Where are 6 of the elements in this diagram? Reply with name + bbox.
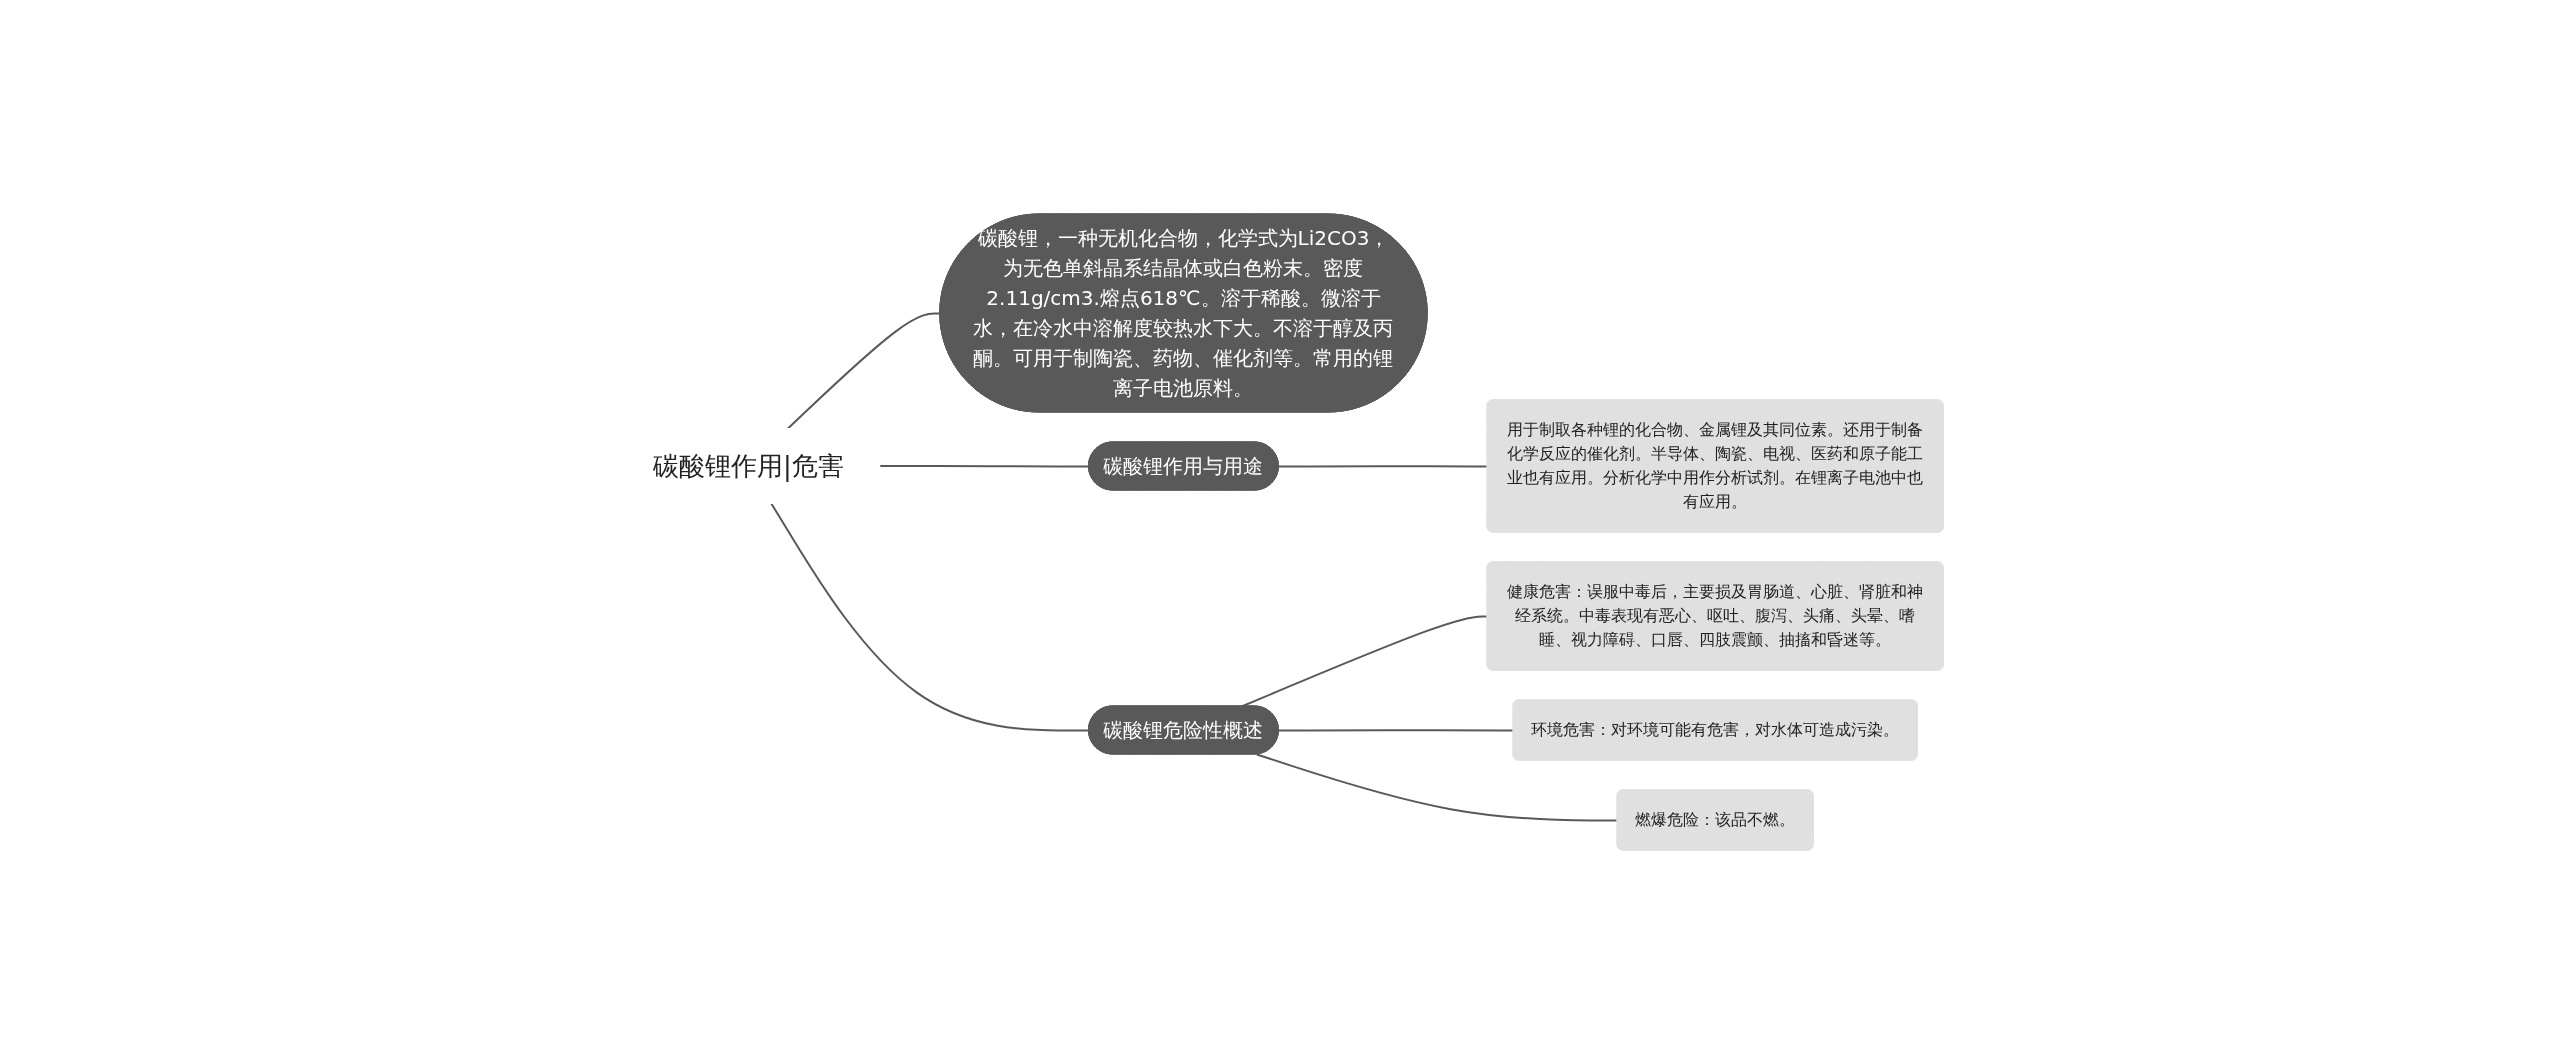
connector — [878, 465, 1090, 468]
connector — [770, 502, 1090, 732]
connector — [1277, 729, 1515, 732]
connector — [1255, 753, 1619, 822]
connector — [1277, 465, 1489, 468]
node-text: 碳酸锂作用|危害 — [652, 450, 844, 481]
